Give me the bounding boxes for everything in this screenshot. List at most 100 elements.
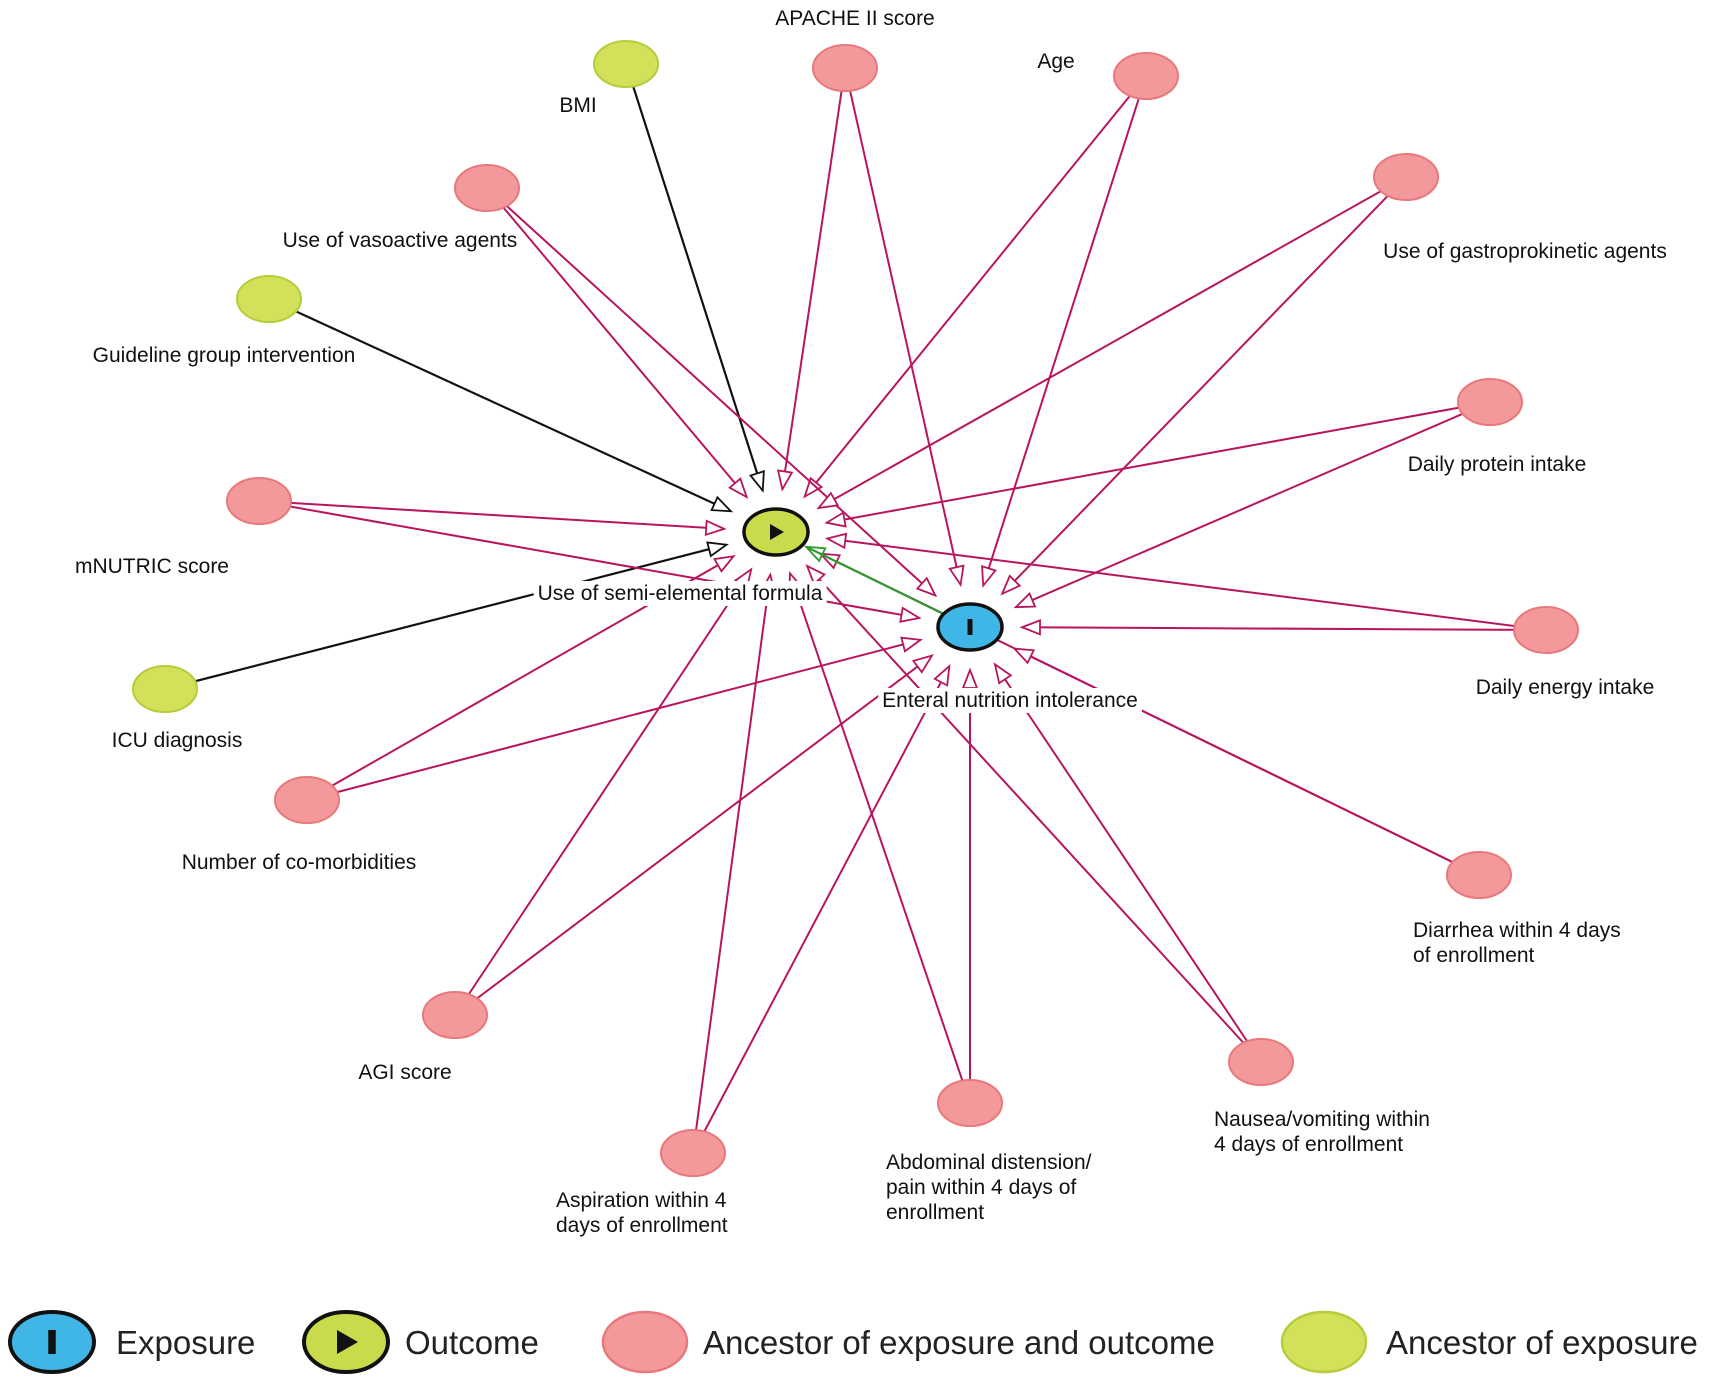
node-exposure-label-halo — [533, 581, 827, 606]
node-energy-label: Daily energy intake — [1476, 676, 1655, 699]
arrowhead — [1013, 592, 1037, 609]
node-gastro-shape[interactable] — [1373, 153, 1439, 201]
node-apache-shape[interactable] — [812, 44, 878, 92]
exposure-bar-icon — [967, 619, 973, 635]
node-abdominal-shape[interactable] — [937, 1079, 1003, 1127]
node-apache-label-line: APACHE II score — [775, 7, 935, 30]
node-aspiration-label-line: days of enrollment — [556, 1214, 728, 1237]
node-guideline-shape[interactable] — [236, 275, 302, 323]
arrowhead — [805, 564, 826, 586]
node-outcome[interactable]: Enteral nutrition intolerance — [878, 602, 1142, 713]
node-comorb-label: Number of co-morbidities — [182, 851, 417, 874]
node-age-shape[interactable] — [1113, 52, 1179, 100]
edge-apache-to-exposure — [776, 67, 846, 492]
node-diarrhea-shape[interactable] — [1446, 851, 1512, 899]
node-protein-label: Daily protein intake — [1408, 453, 1587, 476]
legend-ancestor_exposure-label: Ancestor of exposure — [1386, 1324, 1698, 1361]
node-outcome-label: Enteral nutrition intolerance — [882, 689, 1138, 712]
node-outcome-label-line: Enteral nutrition intolerance — [882, 689, 1138, 712]
arrowhead — [803, 476, 824, 499]
outcome-play-icon — [337, 1330, 358, 1354]
node-apache[interactable]: APACHE II score — [775, 7, 935, 92]
node-gastro-label: Use of gastroprokinetic agents — [1383, 240, 1667, 263]
node-guideline[interactable]: Guideline group intervention — [93, 275, 356, 367]
edge-energy-to-exposure — [824, 532, 1547, 631]
edge-comorb-to-outcome — [306, 636, 923, 801]
node-mnutric-label: mNUTRIC score — [75, 555, 229, 578]
node-bmi-shape[interactable] — [593, 40, 659, 88]
edge-nausea-to-exposure — [805, 564, 1262, 1063]
node-vasoactive-label: Use of vasoactive agents — [283, 229, 518, 252]
edge-age-to-outcome — [981, 75, 1147, 588]
node-comorb-label-line: Number of co-morbidities — [182, 851, 417, 874]
arrowhead — [713, 555, 736, 573]
arrowhead — [948, 564, 965, 588]
edge-nausea-to-outcome — [993, 662, 1262, 1063]
exposure-bar-icon — [48, 1330, 56, 1354]
node-icu-label-line: ICU diagnosis — [112, 729, 243, 752]
node-mnutric[interactable]: mNUTRIC score — [75, 477, 292, 578]
arrowhead — [911, 654, 934, 674]
node-vasoactive[interactable]: Use of vasoactive agents — [283, 164, 520, 252]
node-abdominal-label-line: enrollment — [886, 1201, 984, 1224]
node-aspiration-shape[interactable] — [660, 1129, 726, 1177]
node-abdominal-label-line: Abdominal distension/ — [886, 1151, 1092, 1174]
node-vasoactive-shape[interactable] — [454, 164, 520, 212]
node-exposure[interactable]: Use of semi-elemental formula — [533, 507, 827, 606]
edge-protein-to-exposure — [824, 401, 1491, 528]
edge-agi-to-outcome — [454, 654, 934, 1016]
node-icu[interactable]: ICU diagnosis — [112, 665, 243, 752]
node-energy-shape[interactable] — [1513, 606, 1579, 654]
arrowhead — [824, 532, 848, 550]
node-diarrhea-label-line: of enrollment — [1413, 944, 1535, 967]
edges-layer — [164, 63, 1547, 1154]
node-agi[interactable]: AGI score — [358, 991, 488, 1084]
edge-diarrhea-to-outcome — [1012, 647, 1480, 876]
arrowhead — [1019, 619, 1041, 636]
node-aspiration-label-line: Aspiration within 4 — [556, 1189, 727, 1212]
node-protein[interactable]: Daily protein intake — [1408, 378, 1587, 476]
edge-protein-to-outcome — [1013, 401, 1491, 609]
node-bmi[interactable]: BMI — [559, 40, 659, 117]
node-comorb-shape[interactable] — [274, 776, 340, 824]
node-agi-shape[interactable] — [422, 991, 488, 1039]
node-nausea-shape[interactable] — [1228, 1038, 1294, 1086]
node-icu-shape[interactable] — [132, 665, 198, 713]
arrowhead — [706, 541, 729, 558]
node-abdominal-label-line: pain within 4 days of — [886, 1176, 1076, 1199]
node-comorb[interactable]: Number of co-morbidities — [182, 776, 417, 874]
node-energy[interactable]: Daily energy intake — [1476, 606, 1655, 699]
node-nausea-label-line: 4 days of enrollment — [1214, 1133, 1403, 1156]
node-icu-label: ICU diagnosis — [112, 729, 243, 752]
arrowhead — [981, 564, 997, 588]
edge-apache-to-outcome — [844, 67, 965, 588]
edge-icu-to-exposure — [164, 541, 729, 691]
arrowhead — [749, 470, 765, 493]
arrowhead — [710, 495, 734, 513]
edge-vasoactive-to-exposure — [486, 187, 749, 499]
node-exposure-label: Use of semi-elemental formula — [538, 582, 823, 605]
legend-item-ancestor_both: Ancestor of exposure and outcome — [601, 1310, 1215, 1374]
legend-item-exposure: Exposure — [8, 1310, 255, 1374]
node-protein-shape[interactable] — [1457, 378, 1523, 426]
node-age[interactable]: Age — [1037, 50, 1179, 100]
node-vasoactive-label-line: Use of vasoactive agents — [283, 229, 518, 252]
edge-aspiration-to-exposure — [692, 572, 777, 1154]
node-abdominal[interactable]: Abdominal distension/pain within 4 days … — [886, 1079, 1092, 1224]
legend-item-ancestor_exposure: Ancestor of exposure — [1280, 1310, 1698, 1374]
arrowhead — [1000, 574, 1022, 596]
legend-exposure-label: Exposure — [116, 1324, 255, 1361]
node-guideline-label: Guideline group intervention — [93, 344, 356, 367]
node-mnutric-shape[interactable] — [226, 477, 292, 525]
node-gastro[interactable]: Use of gastroprokinetic agents — [1373, 153, 1667, 263]
edge-vasoactive-to-outcome — [486, 187, 938, 598]
arrowhead — [899, 606, 922, 623]
node-age-label: Age — [1037, 50, 1074, 73]
